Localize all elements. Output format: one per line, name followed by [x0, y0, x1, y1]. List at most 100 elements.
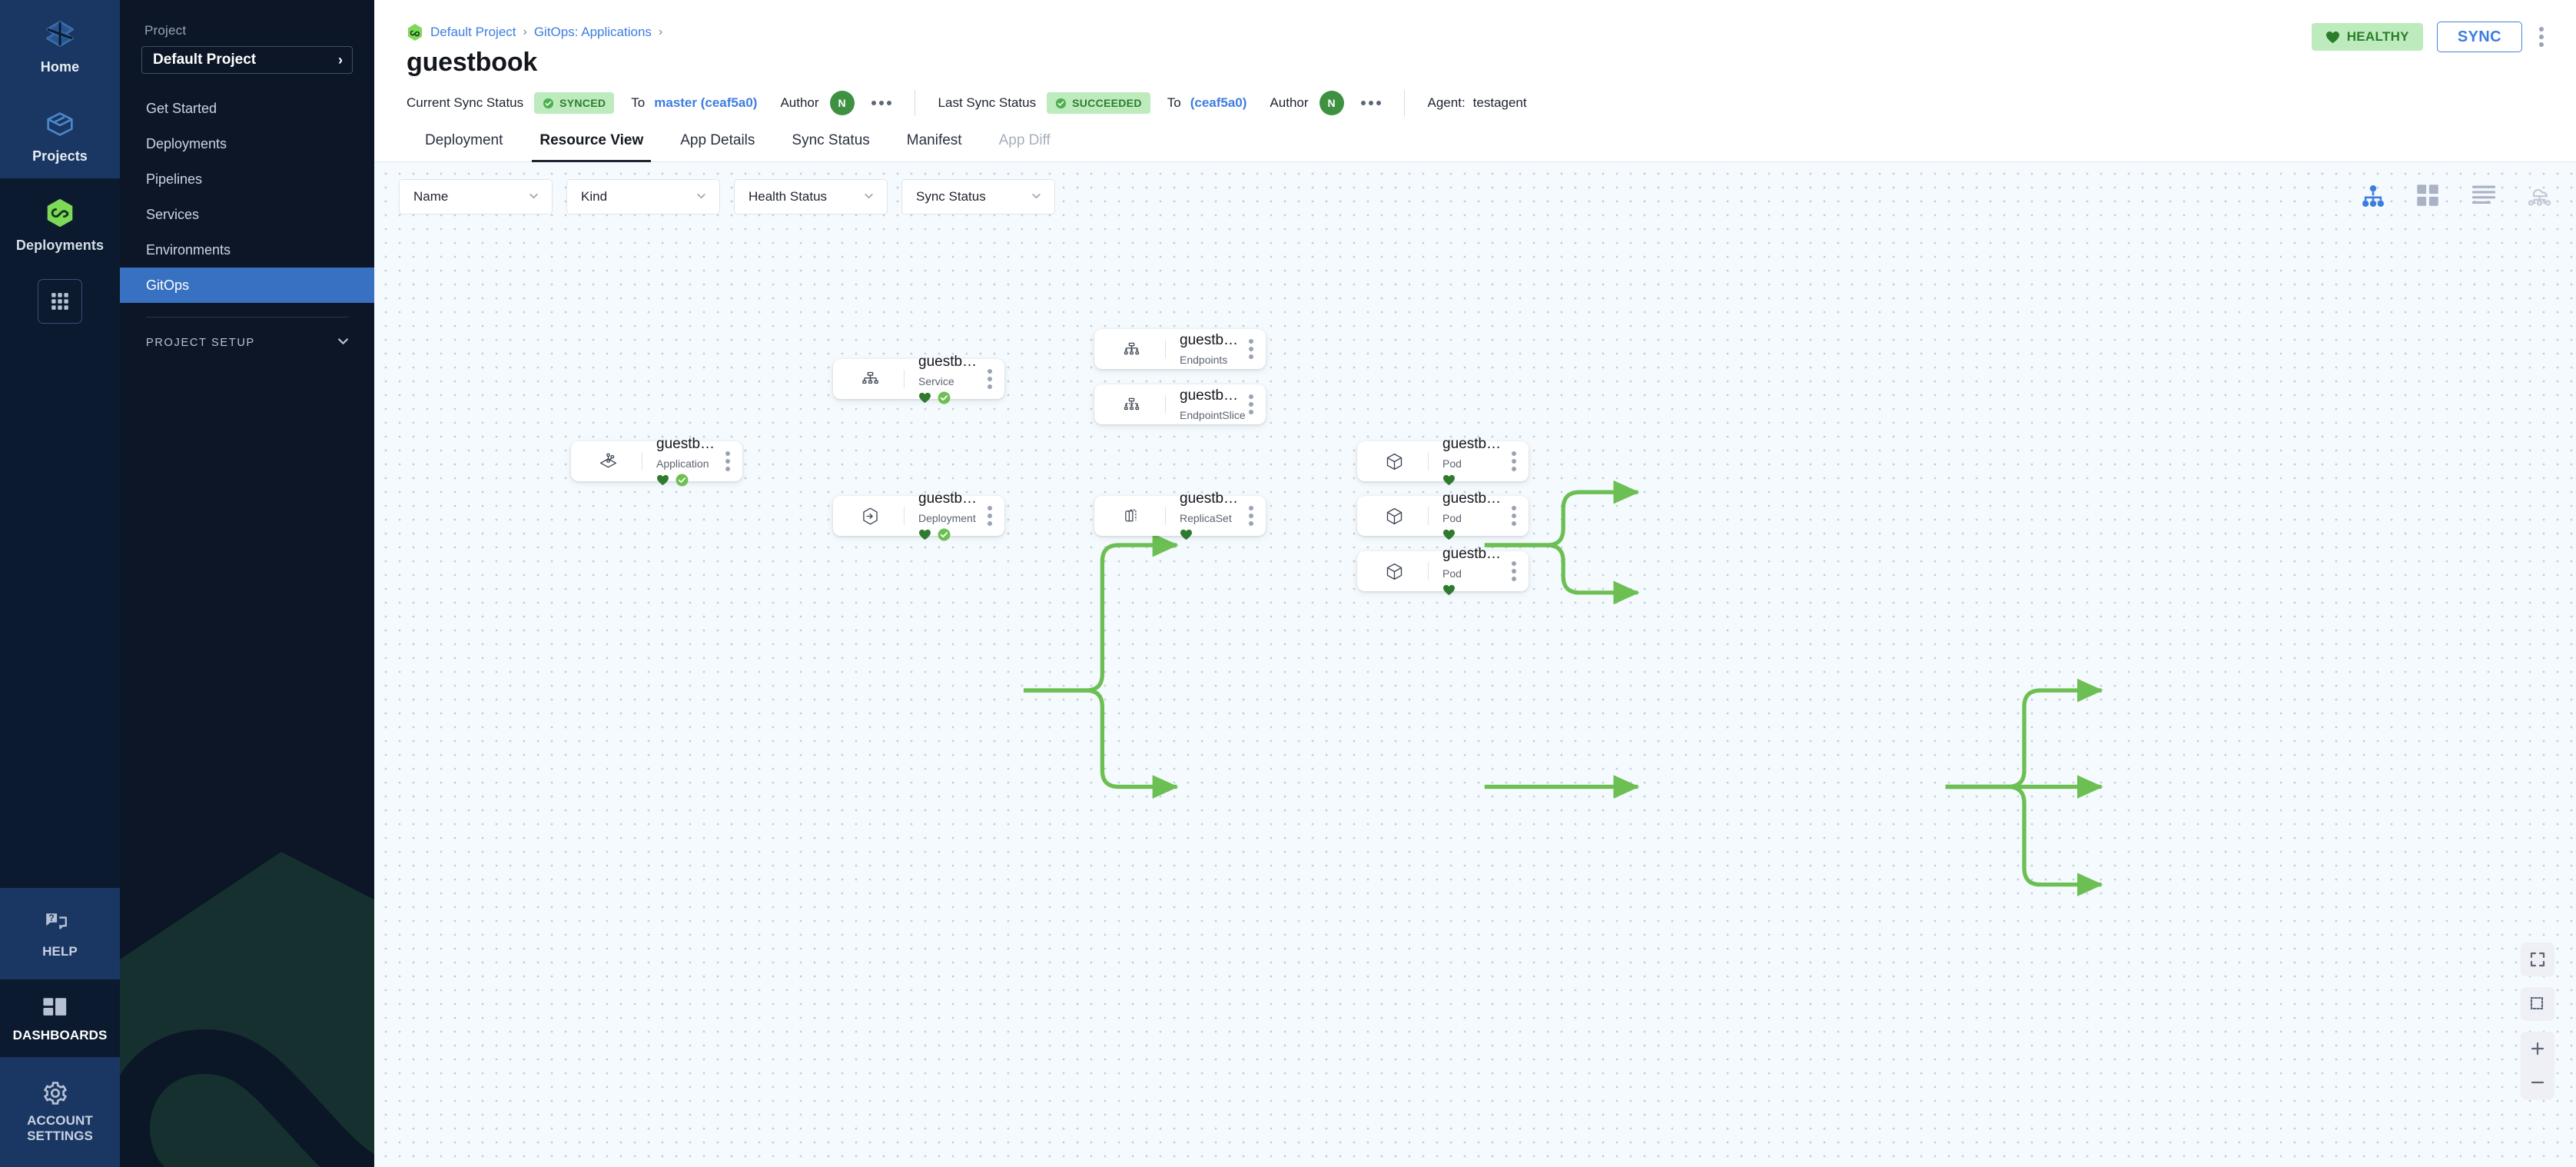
gear-icon [42, 1080, 78, 1106]
node-more-icon[interactable] [981, 506, 1004, 526]
sidebar-item-environments[interactable]: Environments [120, 232, 374, 268]
check-circle-icon [938, 391, 951, 404]
avatar[interactable]: N [1319, 91, 1344, 115]
home-diamond-icon [42, 17, 78, 52]
current-more-icon[interactable] [871, 101, 891, 105]
app-grid-icon[interactable] [38, 278, 82, 324]
node-name: guestbook-ui-5b64f6959… [1442, 435, 1505, 452]
graph-node-service[interactable]: guestbook-ui Service [833, 354, 1004, 404]
heart-icon [1442, 474, 1456, 486]
breadcrumb-item-default-project[interactable]: Default Project [430, 25, 516, 39]
node-name: guestbook-ui-5b64f6959… [1442, 490, 1505, 507]
app-switcher[interactable] [0, 268, 120, 337]
heart-icon [1442, 584, 1456, 596]
agent-label: Agent: [1427, 95, 1466, 110]
list-view-icon[interactable] [2471, 184, 2498, 210]
rail-item-dashboards[interactable]: DASHBOARDS [0, 979, 120, 1057]
sync-status-bar: Current Sync Status SYNCED To master (ce… [374, 78, 2576, 118]
resource-graph-canvas[interactable]: Name Kind Health Status [374, 162, 2576, 1167]
node-more-icon[interactable] [1505, 506, 1529, 526]
node-divider [1428, 562, 1429, 580]
sidebar-section-project-setup[interactable]: PROJECT SETUP [120, 324, 374, 362]
agent-info: Agent:testagent [1428, 95, 1527, 111]
rail-item-deployments[interactable]: Deployments [0, 178, 120, 268]
rail-label-home: Home [40, 59, 80, 75]
sidebar-item-get-started[interactable]: Get Started [120, 91, 374, 126]
graph-node-pod-1[interactable]: guestbook-ui-5b64f6959… Pod [1357, 436, 1529, 486]
current-to-label: To [631, 95, 646, 110]
node-status [1442, 474, 1505, 487]
graph-node-endpointslice[interactable]: guestbook-ui-ncpmr EndpointSlice [1094, 384, 1266, 424]
cloud-topology-icon[interactable] [2527, 184, 2553, 210]
node-divider [1165, 395, 1166, 414]
graph-node-application[interactable]: guestbook Application [571, 436, 742, 487]
zoom-controls [2521, 943, 2554, 1099]
sync-button[interactable]: SYNC [2436, 22, 2522, 52]
chevron-right-icon: › [338, 52, 343, 68]
breadcrumb-item-gitops-applications[interactable]: GitOps: Applications [533, 25, 652, 39]
node-more-icon[interactable] [719, 451, 742, 471]
page-title: guestbook [407, 48, 538, 77]
page-header: guestbook HEALTHY SYNC [374, 22, 2576, 78]
last-revision-link[interactable]: (ceaf5a0) [1190, 95, 1247, 110]
replicaset-icon [1111, 506, 1151, 527]
chevron-down-icon [695, 190, 707, 204]
rail-item-account-settings[interactable]: ACCOUNT SETTINGS [0, 1056, 120, 1167]
tab-resource-view[interactable]: Resource View [521, 132, 662, 162]
application-icon [588, 451, 628, 472]
filter-kind[interactable]: Kind [566, 179, 720, 214]
node-name: guestbook-ui-5b64f6959… [1442, 545, 1505, 562]
node-divider [904, 507, 905, 525]
sidebar-item-deployments[interactable]: Deployments [120, 126, 374, 161]
filter-health-status[interactable]: Health Status [734, 179, 888, 214]
sidebar-item-services[interactable]: Services [120, 197, 374, 232]
filter-bar: Name Kind Health Status [399, 179, 1055, 214]
node-more-icon[interactable] [1243, 339, 1266, 359]
tab-manifest[interactable]: Manifest [906, 132, 962, 148]
graph-node-deployment[interactable]: guestbook-ui Deployment [833, 490, 1004, 541]
project-selector-value: Default Project [153, 52, 257, 68]
sidebar-item-gitops[interactable]: GitOps [120, 268, 374, 303]
select-box-icon[interactable] [2521, 987, 2554, 1021]
filter-sync-status[interactable]: Sync Status [901, 179, 1055, 214]
more-options-icon[interactable] [2536, 24, 2547, 50]
last-sync-status-chip: SUCCEEDED [1047, 92, 1150, 114]
service-icon [850, 369, 890, 390]
filter-name[interactable]: Name [399, 179, 553, 214]
node-more-icon[interactable] [1243, 394, 1266, 414]
zoom-in-icon[interactable] [2521, 1032, 2554, 1066]
rail-item-projects[interactable]: Projects [0, 89, 120, 179]
node-kind: ReplicaSet [1180, 511, 1232, 524]
rail-label-account-settings: ACCOUNT SETTINGS [27, 1112, 93, 1143]
last-more-icon[interactable] [1360, 101, 1381, 105]
rail-item-help[interactable]: ? HELP [0, 887, 120, 979]
graph-viewport[interactable]: guestbook Application [374, 162, 2576, 1167]
current-sync-status-chip: SYNCED [534, 92, 615, 114]
node-body: guestbook-ui Deployment [905, 490, 981, 542]
graph-view-icon[interactable] [2361, 184, 2387, 210]
node-more-icon[interactable] [1243, 506, 1266, 526]
node-name: guestbook-ui [1180, 331, 1243, 348]
node-more-icon[interactable] [1505, 561, 1529, 581]
breadcrumb-separator: › [523, 25, 527, 38]
node-more-icon[interactable] [981, 369, 1004, 389]
avatar[interactable]: N [829, 91, 855, 115]
node-more-icon[interactable] [1505, 451, 1529, 471]
sidebar-item-label: Environments [146, 241, 231, 258]
sidebar-item-pipelines[interactable]: Pipelines [120, 161, 374, 197]
zoom-out-icon[interactable] [2521, 1066, 2554, 1099]
current-revision-link[interactable]: master (ceaf5a0) [654, 95, 758, 110]
graph-node-pod-3[interactable]: guestbook-ui-5b64f6959… Pod [1357, 546, 1529, 596]
cube-box-icon [42, 106, 78, 141]
graph-node-pod-2[interactable]: guestbook-ui-5b64f6959… Pod [1357, 490, 1529, 540]
fit-screen-icon[interactable] [2521, 943, 2554, 976]
graph-node-endpoints[interactable]: guestbook-ui Endpoints [1094, 329, 1266, 369]
rail-item-home[interactable]: Home [0, 0, 120, 90]
node-divider [1165, 507, 1166, 525]
project-selector[interactable]: Default Project › [141, 46, 353, 74]
grid-view-icon[interactable] [2416, 184, 2442, 210]
tab-deployment[interactable]: Deployment [425, 132, 503, 148]
graph-node-replicaset[interactable]: guestbook-ui-5b64f69597 ReplicaSet [1094, 490, 1266, 540]
tab-sync-status[interactable]: Sync Status [792, 132, 870, 148]
tab-app-details[interactable]: App Details [680, 132, 755, 148]
